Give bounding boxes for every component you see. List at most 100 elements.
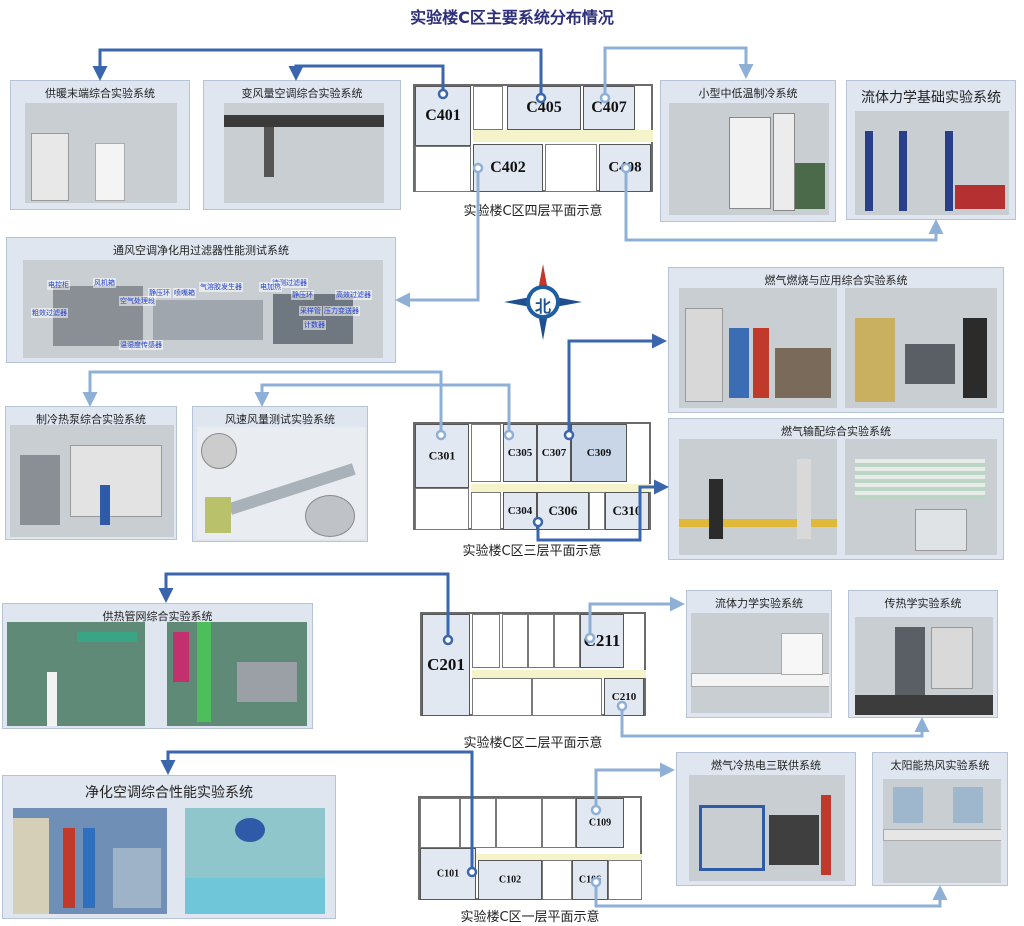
- photo-gas-distribution-1: [679, 439, 837, 555]
- filter-label: 静压环: [291, 290, 314, 300]
- room-c210[interactable]: C210: [604, 678, 644, 716]
- panel-title: 燃气燃烧与应用综合实验系统: [764, 274, 908, 287]
- compass-label: 北: [534, 297, 551, 316]
- room-c405[interactable]: C405: [507, 86, 581, 130]
- photo-heating-network-2: [167, 622, 307, 726]
- room: [542, 798, 576, 848]
- room: [420, 798, 460, 848]
- room-c301[interactable]: C301: [415, 424, 469, 488]
- panel-fluid-basic: 流体力学基础实验系统: [846, 80, 1016, 220]
- stair: [473, 86, 503, 130]
- floor-caption-1: 实验楼C区一层平面示意: [460, 910, 600, 925]
- room: [472, 678, 532, 716]
- floor-plan-4: C401 C405 C407 C402 C408: [413, 84, 653, 192]
- panel-title: 净化空调综合性能实验系统: [85, 785, 253, 801]
- panel-title: 风速风量测试实验系统: [225, 413, 335, 426]
- photo-gas-combustion-1: [679, 288, 837, 408]
- floor-plan-2: C201 C211 C210: [420, 612, 646, 716]
- room: [415, 488, 469, 530]
- floor-plan-3: C301 C305 C307 C309 C304 C306 C310: [413, 422, 651, 530]
- room-c211[interactable]: C211: [580, 614, 624, 668]
- panel-title: 供暖末端综合实验系统: [45, 87, 155, 100]
- filter-label: 静压环: [148, 288, 171, 298]
- panel-title: 燃气输配综合实验系统: [781, 425, 891, 438]
- panel-title: 燃气冷热电三联供系统: [711, 759, 821, 772]
- room-c201[interactable]: C201: [422, 614, 470, 716]
- room: [532, 678, 602, 716]
- room-c305[interactable]: C305: [503, 424, 537, 482]
- panel-heating-terminal: 供暖末端综合实验系统: [10, 80, 190, 210]
- room: [542, 860, 572, 900]
- photo-heating-network-1: [7, 622, 145, 726]
- panel-vav: 变风量空调综合实验系统: [203, 80, 401, 210]
- filter-label: 空气处理段: [119, 296, 156, 306]
- panel-title: 太阳能热风实验系统: [890, 759, 990, 772]
- room-c401[interactable]: C401: [415, 86, 471, 146]
- panel-small-refrigeration: 小型中低温制冷系统: [660, 80, 836, 222]
- panel-heating-network: 供热管网综合实验系统: [2, 603, 313, 729]
- photo-gas-distribution-2: [845, 439, 997, 555]
- photo-heat-transfer: [855, 617, 993, 715]
- room: [545, 144, 597, 192]
- photo-clean-ac-2: [185, 808, 325, 914]
- panel-fluid-mechanics: 流体力学实验系统: [686, 590, 832, 718]
- filter-label: 采样管: [299, 306, 322, 316]
- filter-label: 粗效过滤器: [31, 308, 68, 318]
- panel-heat-pump: 制冷热泵综合实验系统: [5, 406, 177, 540]
- filter-label: 计数器: [303, 320, 326, 330]
- room-c309[interactable]: C309: [571, 424, 627, 482]
- photo-filter-test: 电控柜 风机箱 空气处理段 静压环 喷嘴箱 气溶胶发生器 待测过滤器 粗效过滤器…: [23, 260, 383, 358]
- room-c101[interactable]: C101: [420, 848, 476, 900]
- filter-label: 风机箱: [93, 278, 116, 288]
- compass: 北: [500, 262, 586, 342]
- room: [528, 614, 554, 668]
- filter-label: 待测过滤器: [271, 278, 308, 288]
- stair: [471, 424, 501, 482]
- room: [608, 860, 642, 900]
- filter-label: 温湿度传感器: [119, 340, 163, 350]
- floor-plan-1: C109 C101 C102 C106: [418, 796, 642, 900]
- room-c407[interactable]: C407: [583, 86, 635, 130]
- room: [471, 492, 501, 530]
- photo-vav: [224, 103, 384, 203]
- filter-label: 气溶胶发生器: [199, 282, 243, 292]
- floor-caption-3: 实验楼C区三层平面示意: [462, 544, 602, 559]
- photo-fluid-basic: [855, 111, 1009, 215]
- filter-label: 电控柜: [47, 280, 70, 290]
- room-c109[interactable]: C109: [576, 798, 624, 848]
- floor-caption-2: 实验楼C区二层平面示意: [463, 736, 603, 751]
- photo-clean-ac-1: [13, 808, 167, 914]
- room-c408[interactable]: C408: [599, 144, 651, 192]
- page-title: 实验楼C区主要系统分布情况: [410, 8, 614, 27]
- room-c402[interactable]: C402: [473, 144, 543, 192]
- room-c304[interactable]: C304: [503, 492, 537, 530]
- room: [415, 146, 471, 192]
- panel-title: 通风空调净化用过滤器性能测试系统: [113, 244, 289, 257]
- room-c307[interactable]: C307: [537, 424, 571, 482]
- panel-title: 流体力学实验系统: [715, 597, 803, 610]
- photo-gas-combustion-2: [845, 288, 997, 408]
- panel-wind-speed: 风速风量测试实验系统: [192, 406, 368, 542]
- room-c310[interactable]: C310: [605, 492, 649, 530]
- panel-gas-distribution: 燃气输配综合实验系统: [668, 418, 1004, 560]
- photo-solar-air: [883, 779, 1001, 883]
- filter-label: 压力变送器: [323, 306, 360, 316]
- panel-solar-air: 太阳能热风实验系统: [872, 752, 1008, 886]
- room-c102[interactable]: C102: [478, 860, 542, 900]
- filter-label: 喷嘴箱: [173, 288, 196, 298]
- room: [460, 798, 496, 848]
- room-c306[interactable]: C306: [537, 492, 589, 530]
- room: [589, 492, 605, 530]
- photo-fluid-mechanics: [691, 613, 829, 713]
- photo-heat-pump: [10, 425, 174, 537]
- stair: [472, 614, 500, 668]
- photo-heating-terminal: [25, 103, 177, 203]
- filter-label: 电加热: [259, 282, 282, 292]
- room: [554, 614, 580, 668]
- floor-caption-4: 实验楼C区四层平面示意: [463, 204, 603, 219]
- panel-title: 变风量空调综合实验系统: [241, 87, 363, 100]
- photo-cchp: [689, 775, 845, 881]
- panel-cchp: 燃气冷热电三联供系统: [676, 752, 856, 886]
- photo-wind-speed: [197, 427, 365, 539]
- room-c106[interactable]: C106: [572, 860, 608, 900]
